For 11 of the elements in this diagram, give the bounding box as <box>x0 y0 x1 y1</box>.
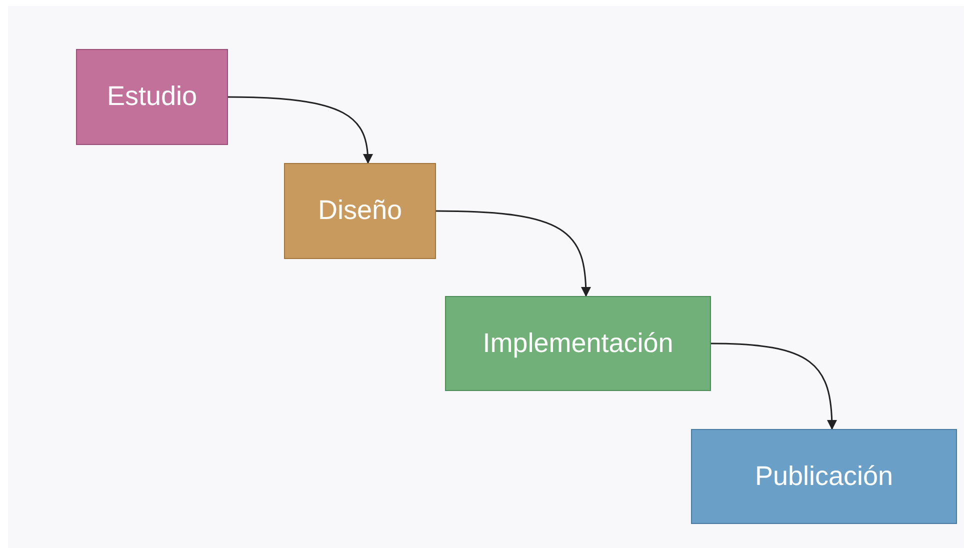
box-label: Estudio <box>106 80 198 114</box>
box-label: Diseño <box>318 194 402 228</box>
curved-arrow <box>228 96 373 164</box>
process-box <box>284 163 436 259</box>
process-box <box>445 296 711 391</box>
curved-arrow <box>710 342 837 430</box>
curved-arrow <box>436 210 591 297</box>
box-label: Implementación <box>482 326 674 360</box>
process-box <box>691 429 957 524</box>
box-label: Publicación <box>754 460 894 493</box>
process-box <box>76 49 228 145</box>
